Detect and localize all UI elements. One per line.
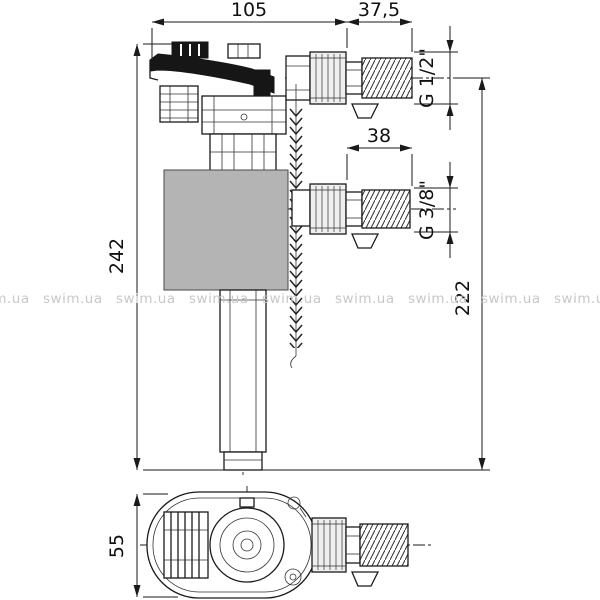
dim-242-label: 242: [106, 238, 128, 274]
dim-105-label: 105: [231, 0, 267, 21]
bottom-housing-inner: [152, 497, 312, 593]
watermark-text: swim.ua: [554, 291, 600, 307]
seal-cone-bottom: [351, 571, 380, 587]
dim-55: 55: [106, 493, 178, 598]
watermark-text: swim.ua: [0, 291, 30, 307]
dim-38: 38: [346, 125, 413, 186]
inlet-connector: [285, 55, 311, 101]
collar-mid: [345, 191, 363, 227]
dim-g38: G 3/8": [414, 162, 458, 258]
top-cap: [227, 43, 261, 59]
dim-55-label: 55: [106, 534, 128, 558]
inlet-bottom-assembly: [311, 517, 409, 587]
watermark-text: swim.ua: [189, 291, 249, 307]
dim-38-label: 38: [367, 125, 391, 147]
dim-g38-label: G 3/8": [416, 180, 438, 240]
bottom-hook: [287, 496, 307, 518]
thread-pipe-g12: [361, 57, 413, 99]
bottom-view: [140, 486, 432, 599]
dim-37-5-label: 37,5: [358, 0, 400, 21]
float-arm: [149, 53, 275, 97]
seal-cone-top: [351, 103, 380, 119]
wing-nut-bottom: [311, 517, 347, 573]
float: [163, 169, 289, 291]
dim-37-5: 37,5: [347, 0, 413, 52]
watermark-text: swim.ua: [335, 291, 395, 307]
dim-222: 222: [452, 77, 490, 470]
watermark-row: swim.ua swim.ua swim.ua swim.ua swim.ua …: [0, 291, 600, 307]
telescopic-tube: [219, 289, 267, 471]
dim-242: 242: [106, 43, 490, 471]
inlet-stub: [291, 189, 311, 227]
bottom-rack: [163, 511, 209, 579]
dim-222-label: 222: [452, 280, 474, 316]
dim-105: 105: [151, 0, 348, 60]
spring: [289, 108, 303, 348]
valve-body: [201, 95, 287, 173]
thread-pipe-g38: [361, 189, 411, 229]
top-clip: [171, 41, 209, 59]
side-view: [149, 41, 456, 478]
watermark-text: swim.ua: [408, 291, 468, 307]
seal-cone-mid: [351, 233, 380, 249]
inlet-g38-assembly: [291, 183, 411, 249]
dimensions: 105 37,5 G 1/2" 38 G 3/8": [106, 0, 490, 598]
watermark-text: swim.ua: [262, 291, 322, 307]
bottom-valve-circles: [209, 497, 285, 583]
adjustment-rack: [159, 85, 199, 123]
watermark-text: swim.ua: [43, 291, 103, 307]
dim-g12-label: G 1/2": [416, 48, 438, 108]
watermark-text: swim.ua: [116, 291, 176, 307]
dim-g12: G 1/2": [414, 26, 458, 130]
collar-top: [345, 61, 363, 95]
thread-pipe-bottom: [359, 523, 409, 567]
inlet-g12-assembly: [309, 51, 413, 119]
watermark-text: swim.ua: [481, 291, 541, 307]
collar-bottom: [345, 526, 361, 564]
bottom-small-circle: [284, 568, 302, 586]
